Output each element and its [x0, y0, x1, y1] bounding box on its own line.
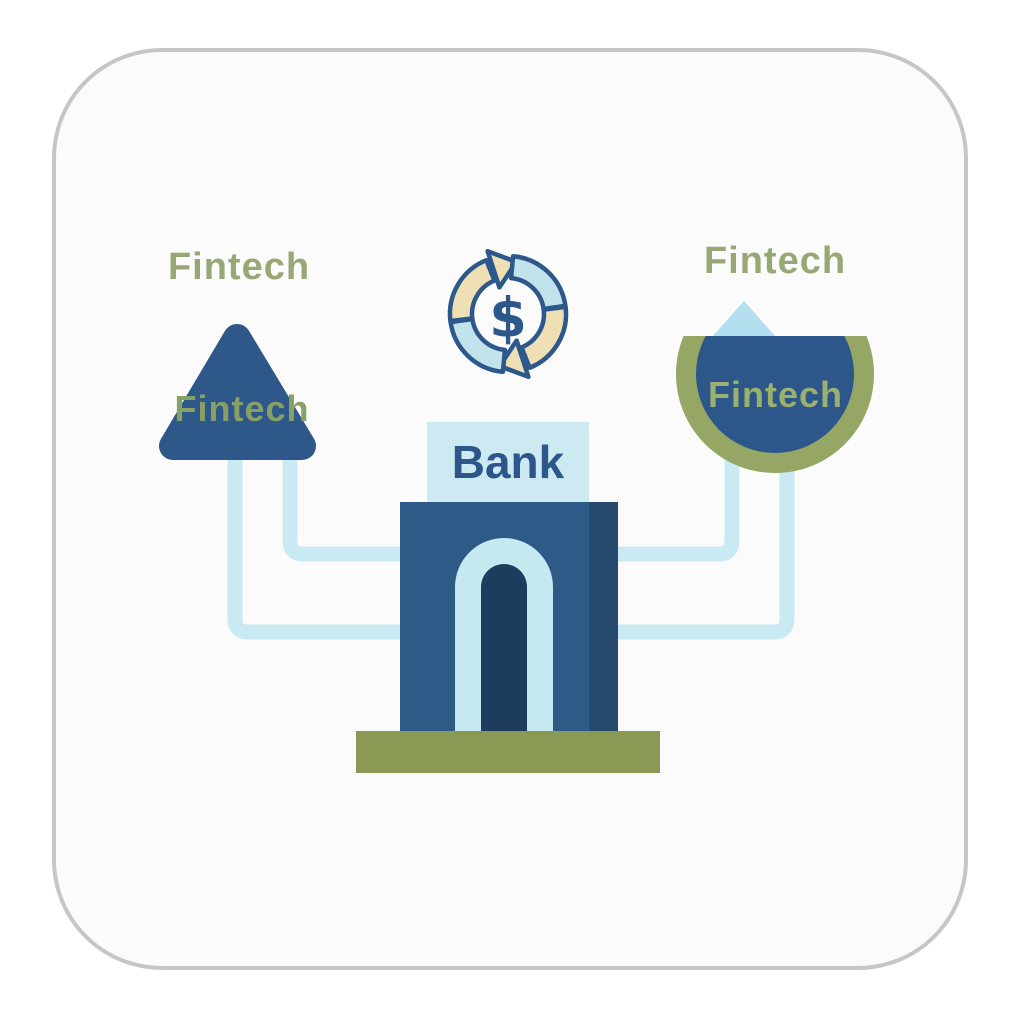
currency-exchange-cycle-icon: $ [438, 244, 578, 384]
left-entity-heading: Fintech [167, 246, 311, 288]
up-arrowhead-icon [711, 301, 777, 338]
triangle-shape-icon [159, 324, 316, 460]
bank-sign-label: Bank [451, 436, 565, 488]
pipe-right-lower [610, 460, 795, 640]
bank-door-arch-inner [481, 564, 527, 731]
pipe-right-upper [610, 460, 740, 562]
bank-base-platform [356, 731, 660, 773]
pipe-left-lower [227, 448, 410, 640]
triangle-label: Fintech [174, 388, 310, 429]
dollar-sign-glyph: $ [489, 287, 527, 350]
pipe-left-upper [282, 448, 410, 562]
shield-label: Fintech [707, 374, 843, 415]
shield-circle-icon: Fintech [676, 336, 875, 476]
bank-building-shadow-edge [589, 502, 618, 731]
right-entity-heading: Fintech [703, 240, 847, 282]
bank-sign: Bank [427, 422, 589, 502]
